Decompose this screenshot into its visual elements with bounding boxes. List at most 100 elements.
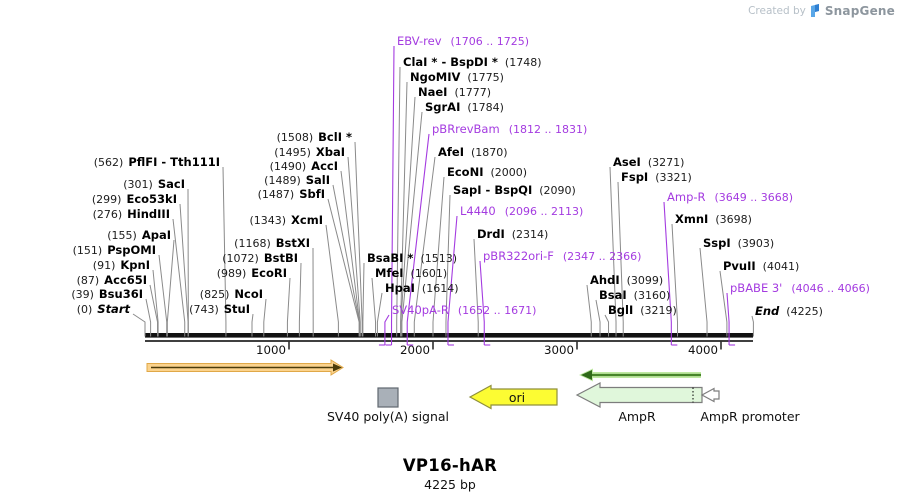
site-label-bstbi[interactable]: (1072)BstBI xyxy=(222,252,298,265)
site-name: HpaI xyxy=(385,281,415,295)
site-position: (562) xyxy=(93,156,124,169)
site-label-eco53ki[interactable]: (299)Eco53kI xyxy=(92,193,177,206)
site-position: (151) xyxy=(72,244,103,257)
axis-baseline xyxy=(145,340,753,342)
site-label-mfei[interactable]: MfeI(1601) xyxy=(375,267,447,280)
site-position: (1513) xyxy=(420,252,458,265)
site-label-pbrrevbam[interactable]: pBRrevBam(1812 .. 1831) xyxy=(432,123,587,136)
site-label-ahdi[interactable]: AhdI(3099) xyxy=(590,274,663,287)
site-line-HindIII xyxy=(172,218,186,337)
site-label-bsu36i[interactable]: (39)Bsu36I xyxy=(71,288,143,301)
watermark-brand: SnapGene xyxy=(824,4,895,18)
feature-label-sv40_polya: SV40 poly(A) signal xyxy=(326,409,450,424)
site-label-apai[interactable]: (155)ApaI xyxy=(107,229,171,242)
site-label-xbai[interactable]: (1495)XbaI xyxy=(274,146,345,159)
site-position: (3160) xyxy=(633,289,671,302)
feature-label-ori[interactable]: ori xyxy=(508,390,526,405)
site-label-amp-r[interactable]: Amp-R(3649 .. 3668) xyxy=(667,191,793,204)
site-line-BsaBI * xyxy=(362,262,365,337)
site-label-asei[interactable]: AseI (3271) xyxy=(613,156,684,169)
site-name: FspI xyxy=(621,170,649,184)
ampr-promoter-arrow[interactable] xyxy=(700,387,720,403)
site-line-PvuII xyxy=(719,270,728,337)
site-line-EcoRI xyxy=(286,277,291,337)
site-position: (3903) xyxy=(737,237,775,250)
site-line-PspOMI xyxy=(158,254,168,337)
site-label-start[interactable]: (0)Start xyxy=(77,303,130,316)
site-label-end[interactable]: End(4225) xyxy=(755,305,823,318)
primer-line-EBV-rev xyxy=(390,45,395,345)
site-label-acci[interactable]: (1490)AccI xyxy=(270,160,338,173)
site-name: Amp-R xyxy=(667,190,706,204)
site-name: Bsu36I xyxy=(98,287,143,301)
site-name: SgrAI xyxy=(425,100,461,114)
site-label-pbr322ori-f[interactable]: pBR322ori-F(2347 .. 2366) xyxy=(483,250,641,263)
site-label-fspi[interactable]: FspI(3321) xyxy=(621,171,692,184)
site-label-sali[interactable]: (1489)SalI xyxy=(264,174,330,187)
site-position: (3271) xyxy=(647,156,685,169)
site-name: NaeI xyxy=(418,85,448,99)
site-label-drdi[interactable]: DrdI (2314) xyxy=(477,228,548,241)
site-label-bsai[interactable]: BsaI(3160) xyxy=(599,289,670,302)
site-label-ebv-rev[interactable]: EBV-rev (1706 .. 1725) xyxy=(397,35,529,48)
site-position: (2314) xyxy=(511,228,549,241)
site-label-acc65i[interactable]: (87)Acc65I xyxy=(77,274,147,287)
ampr-arrow[interactable] xyxy=(575,382,703,408)
site-label-pspomi[interactable]: (151) PspOMI xyxy=(73,244,156,257)
site-label-stui[interactable]: (743)StuI xyxy=(189,303,250,316)
site-line-AccI xyxy=(340,170,361,337)
sv40-polya-box[interactable] xyxy=(377,387,399,408)
orf-arrow-head xyxy=(333,363,342,372)
site-name: XcmI xyxy=(291,213,323,227)
site-label-bsabi-[interactable]: BsaBI *(1513) xyxy=(367,252,457,265)
site-label-naei[interactable]: NaeI(1777) xyxy=(418,86,491,99)
site-label-saci[interactable]: (301)SacI xyxy=(123,178,185,191)
ori-arrow[interactable] xyxy=(468,384,558,410)
site-label-ecori[interactable]: (989)EcoRI xyxy=(217,267,287,280)
site-label-pvuii[interactable]: PvuII(4041) xyxy=(723,260,799,273)
site-name: AseI xyxy=(613,155,641,169)
site-position: (1614) xyxy=(421,282,459,295)
site-label-econi[interactable]: EcoNI(2000) xyxy=(447,166,527,179)
primer-line-pBRrevBam xyxy=(406,133,430,345)
site-name: DrdI xyxy=(477,227,505,241)
site-label-ngomiv[interactable]: NgoMIV(1775) xyxy=(410,71,504,84)
site-label-hpai[interactable]: HpaI (1614) xyxy=(385,282,458,295)
site-name: EBV-rev xyxy=(397,34,442,48)
site-line-BstBI xyxy=(298,262,302,337)
site-label-sv40pa-r[interactable]: SV40pA-R(1652 .. 1671) xyxy=(392,304,536,317)
site-label-sspi[interactable]: SspI(3903) xyxy=(703,237,774,250)
site-line-NaeI xyxy=(400,96,416,337)
site-name: AccI xyxy=(311,159,338,173)
site-label-bstxi[interactable]: (1168)BstXI xyxy=(234,237,310,250)
site-label-bcli-[interactable]: (1508)BclI * xyxy=(277,131,352,144)
site-position: (4041) xyxy=(762,260,800,273)
site-label-ncoi[interactable]: (825)NcoI xyxy=(200,288,263,301)
site-name: PspOMI xyxy=(107,243,156,257)
site-label-xmni[interactable]: XmnI(3698) xyxy=(675,213,752,226)
site-label-sbfi[interactable]: (1487)SbfI xyxy=(258,188,325,201)
site-line-BclI * xyxy=(354,141,363,337)
site-position: (743) xyxy=(189,303,219,316)
site-line-AhdI xyxy=(586,284,592,337)
site-line-StuI xyxy=(251,313,254,337)
primer-line-pBR322ori-F xyxy=(479,260,485,345)
site-label-pflfi-tth111i[interactable]: (562)PflFI - Tth111I xyxy=(94,156,220,169)
site-label-pbabe-3-[interactable]: pBABE 3'(4046 .. 4066) xyxy=(730,282,870,295)
site-position: (1706 .. 1725) xyxy=(450,35,530,48)
site-label-afei[interactable]: AfeI(1870) xyxy=(438,146,508,159)
site-name: SalI xyxy=(305,173,330,187)
site-label-hindiii[interactable]: (276)HindIII xyxy=(93,208,170,221)
site-label-l4440[interactable]: L4440(2096 .. 2113) xyxy=(460,205,583,218)
site-label-kpni[interactable]: (91)KpnI xyxy=(93,259,150,272)
site-line-FspI xyxy=(617,181,624,337)
site-name: ClaI * - BspDI * xyxy=(403,55,498,69)
site-label-clai-bspdi-[interactable]: ClaI * - BspDI *(1748) xyxy=(403,56,541,69)
site-position: (4225) xyxy=(786,305,823,318)
site-name: BglI xyxy=(608,303,634,317)
site-label-sgrai[interactable]: SgrAI(1784) xyxy=(425,101,504,114)
site-name: pBRrevBam xyxy=(432,122,500,136)
site-label-bgli[interactable]: BglI(3219) xyxy=(608,304,677,317)
site-label-sapi-bspqi[interactable]: SapI - BspQI(2090) xyxy=(453,184,576,197)
site-label-xcmi[interactable]: (1343)XcmI xyxy=(249,214,323,227)
